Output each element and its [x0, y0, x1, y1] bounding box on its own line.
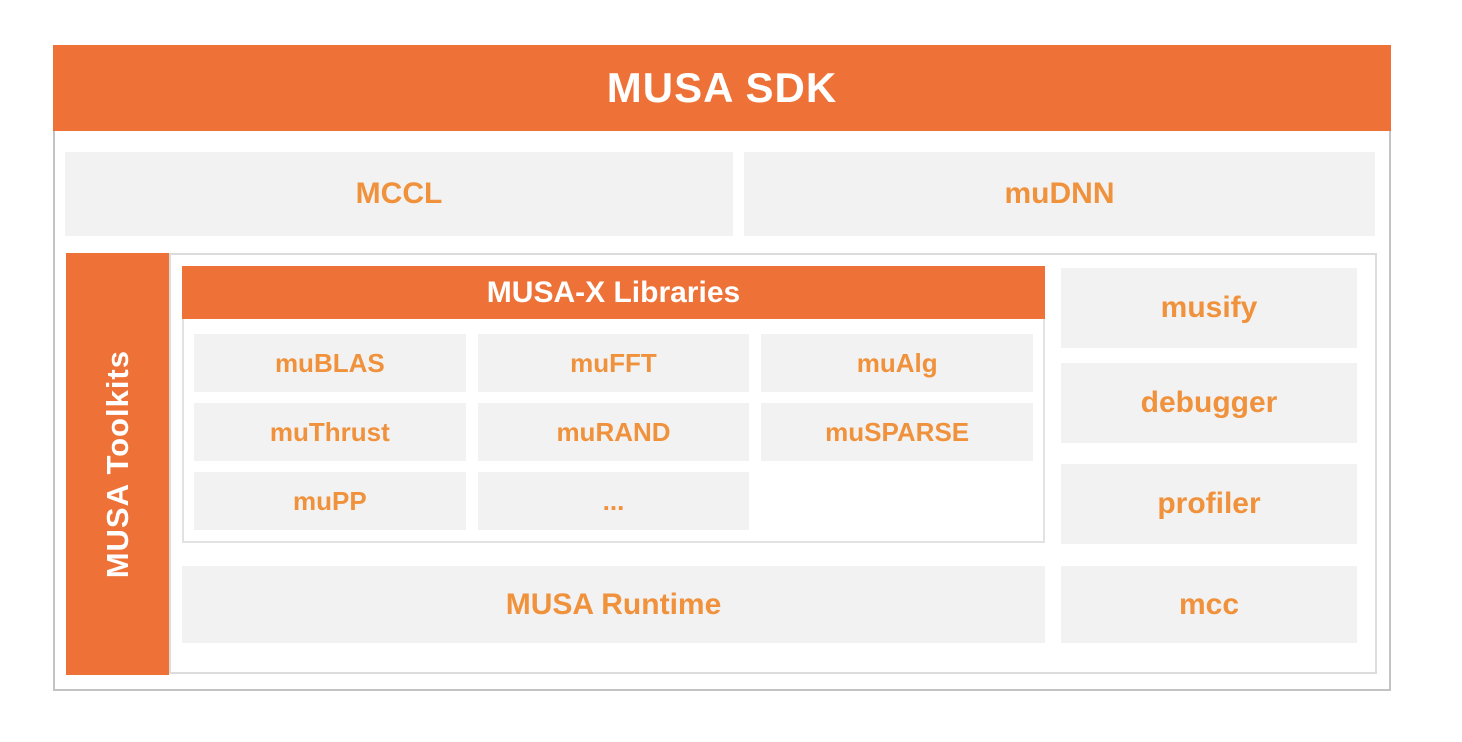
libraries-grid: muBLAS muFFT muAlg muThrust muRAND muSPA…: [184, 319, 1043, 542]
musa-x-libraries-header: MUSA-X Libraries: [182, 266, 1045, 319]
library-block-mualg: muAlg: [761, 334, 1033, 392]
musa-x-libraries-title: MUSA-X Libraries: [486, 275, 741, 309]
sdk-frame: MUSA SDK MCCL muDNN MUSA Toolkits MUSA-X…: [53, 45, 1391, 691]
musify-label: musify: [1160, 291, 1258, 324]
musa-toolkits-sidebar: MUSA Toolkits: [66, 253, 169, 675]
toolkits-frame: MUSA-X Libraries muBLAS muFFT muAlg muTh…: [169, 253, 1377, 674]
library-block-murand: muRAND: [477, 403, 750, 461]
musify-block: musify: [1061, 268, 1357, 348]
mudnn-block: muDNN: [744, 152, 1375, 236]
mcc-label: mcc: [1178, 587, 1240, 621]
sdk-title-banner: MUSA SDK: [53, 45, 1391, 131]
musa-toolkits-label: MUSA Toolkits: [99, 349, 135, 579]
mccl-label: MCCL: [355, 177, 443, 210]
sdk-title: MUSA SDK: [606, 64, 838, 111]
profiler-block: profiler: [1061, 464, 1357, 544]
library-block-musparse: muSPARSE: [761, 403, 1033, 461]
musa-runtime-block: MUSA Runtime: [182, 566, 1045, 643]
library-block-ellipsis: ...: [477, 472, 750, 530]
library-block-mupp: muPP: [194, 472, 466, 530]
library-block-mublas: muBLAS: [194, 334, 466, 392]
mcc-block: mcc: [1061, 566, 1357, 643]
library-block-mufft: muFFT: [477, 334, 750, 392]
debugger-label: debugger: [1140, 386, 1278, 419]
mccl-block: MCCL: [65, 152, 733, 236]
profiler-label: profiler: [1157, 487, 1261, 520]
debugger-block: debugger: [1061, 363, 1357, 443]
musa-x-libraries-group: MUSA-X Libraries muBLAS muFFT muAlg muTh…: [182, 266, 1045, 543]
musa-runtime-label: MUSA Runtime: [505, 587, 722, 621]
mudnn-label: muDNN: [1004, 177, 1115, 210]
library-block-muthrust: muThrust: [194, 403, 466, 461]
